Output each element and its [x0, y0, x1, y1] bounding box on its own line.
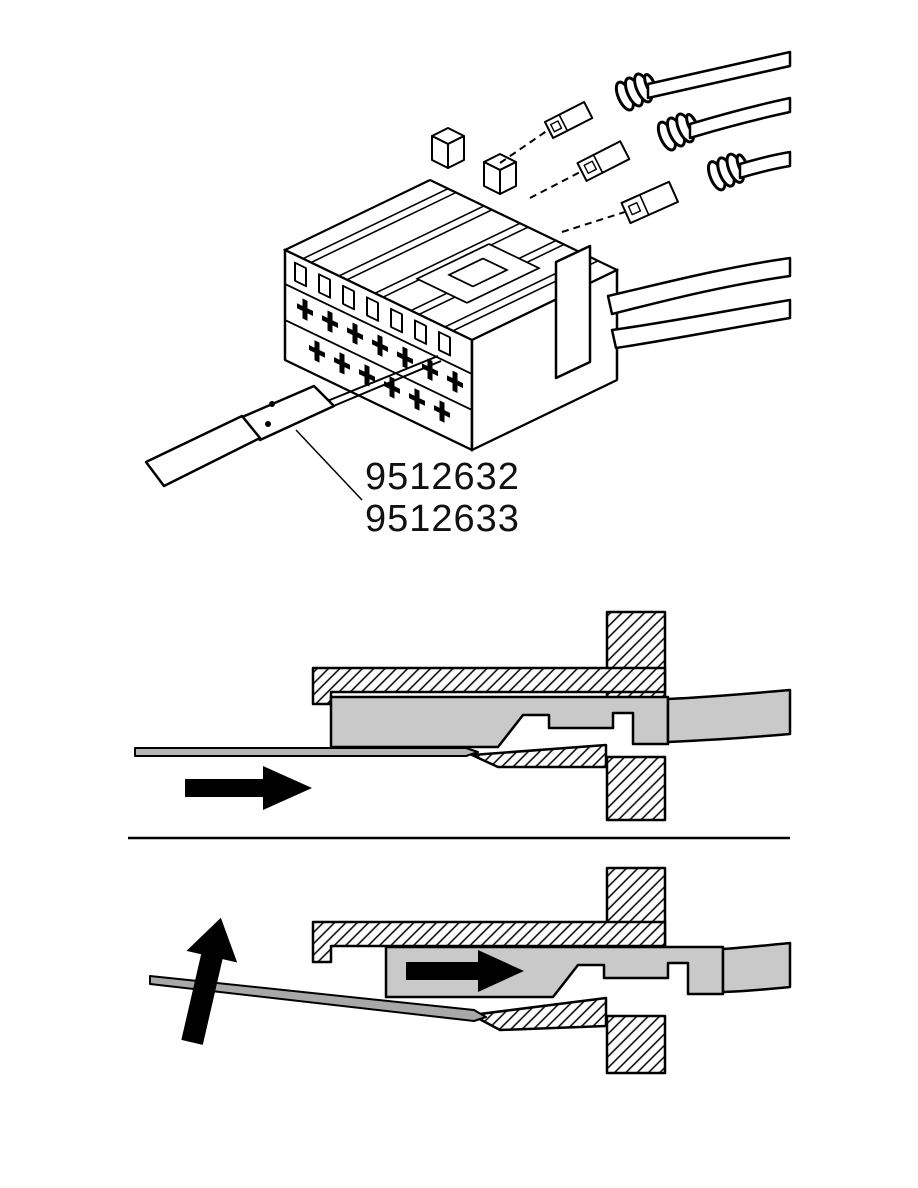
terminal-cross-holes-row-2: [309, 340, 450, 423]
housing-wall-lower: [605, 1014, 667, 1075]
retainer-plate: [311, 920, 667, 964]
wire-1: [646, 50, 792, 100]
terminal-wire: [721, 941, 792, 994]
terminal-wire: [666, 688, 792, 744]
terminal-body: [384, 945, 725, 999]
connector-housing: [283, 127, 792, 452]
connector-illustration: 9512632 9512633: [144, 50, 792, 540]
loose-terminal-2: [576, 140, 631, 182]
arrow-right-icon: [406, 950, 524, 992]
arrow-right-icon: [185, 766, 312, 810]
part-number-1: 9512632: [365, 456, 520, 498]
tool-blade-bottom-edge: [323, 360, 442, 411]
top-latch-tab-2: [483, 153, 517, 195]
tool-head-hole-1: [269, 401, 275, 407]
arrow-up-icon: [181, 917, 238, 1045]
housing-wall-lower: [605, 755, 667, 822]
loose-terminal-1: [543, 101, 594, 140]
tool-handle: [144, 414, 262, 488]
tool-blade-section-1: [134, 747, 479, 757]
locking-tongue: [470, 743, 608, 769]
tool-blade-section-2: [149, 975, 487, 1022]
latch-tab: [447, 257, 509, 288]
wire-2: [688, 96, 792, 140]
removal-tool: [144, 355, 442, 488]
top-latch-tab-1: [431, 127, 465, 169]
tool-head-hole-2: [265, 421, 271, 427]
terminal-cross-holes-row-1: [297, 298, 463, 393]
connector-front-face: [283, 248, 474, 452]
terminal-slot-row: [294, 261, 451, 357]
loose-terminal-3: [620, 180, 679, 225]
dashed-guide-lines: [499, 127, 629, 233]
rear-cover-plate: [554, 244, 592, 380]
locking-tongue: [470, 996, 608, 1032]
cable-1: [606, 256, 792, 316]
leader-line: [295, 429, 363, 501]
retainer-plate: [311, 666, 667, 706]
part-number-2: 9512633: [365, 498, 520, 540]
cable-2: [610, 298, 792, 350]
cross-section-step-1: [134, 610, 792, 822]
cross-section-step-2: [149, 866, 792, 1075]
wire-3: [738, 150, 792, 180]
terminal-body: [329, 695, 670, 749]
tool-blade-top-edge: [319, 355, 439, 405]
